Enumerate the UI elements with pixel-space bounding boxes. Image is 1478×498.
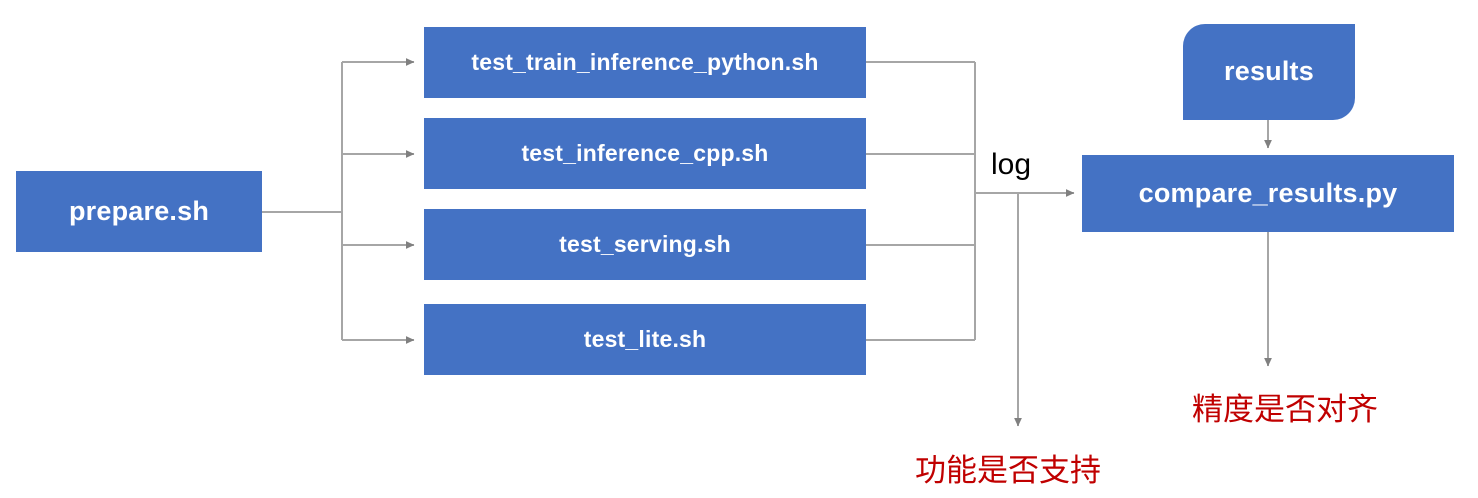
node-test-inference-cpp-sh-label: test_inference_cpp.sh	[521, 139, 769, 166]
fanout-connectors	[262, 58, 415, 344]
node-test-train-inference-python-sh-label: test_train_inference_python.sh	[471, 48, 819, 75]
node-test-serving-sh[interactable]: test_serving.sh	[424, 209, 866, 280]
note-function-support-text: 功能是否支持	[915, 453, 1101, 489]
node-compare-results-py-label: compare_results.py	[1138, 177, 1398, 208]
node-test-inference-cpp-sh[interactable]: test_inference_cpp.sh	[424, 118, 866, 189]
fanin-connectors	[866, 61, 1075, 427]
node-prepare-sh-label: prepare.sh	[68, 195, 210, 226]
node-results[interactable]: results	[1183, 24, 1355, 120]
node-compare-results-py[interactable]: compare_results.py	[1082, 155, 1454, 232]
node-test-serving-sh-label: test_serving.sh	[559, 230, 731, 257]
edge-label-log: log	[991, 148, 1031, 182]
node-test-train-inference-python-sh[interactable]: test_train_inference_python.sh	[424, 27, 866, 98]
node-test-lite-sh[interactable]: test_lite.sh	[424, 304, 866, 375]
edge-label-log-text: log	[991, 148, 1032, 181]
node-test-lite-sh-label: test_lite.sh	[583, 325, 707, 352]
node-results-label: results	[1224, 56, 1314, 87]
node-prepare-sh[interactable]: prepare.sh	[16, 171, 262, 252]
note-precision-aligned-text: 精度是否对齐	[1192, 392, 1378, 428]
note-precision-aligned: 精度是否对齐	[1192, 384, 1378, 429]
note-function-support: 功能是否支持	[915, 445, 1101, 490]
